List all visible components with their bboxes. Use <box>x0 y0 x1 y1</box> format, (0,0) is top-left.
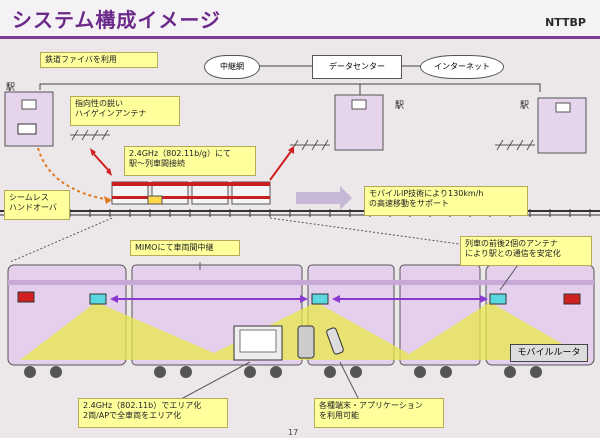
front-rear-antenna-callout: 列車の前後2個のアンテナ により駅との通信を安定化 <box>460 236 592 266</box>
internet-cloud: インターネット <box>420 55 504 79</box>
company-logo: NTTBP <box>545 16 586 29</box>
phone-device <box>326 327 344 355</box>
pda-device <box>297 325 315 359</box>
station-building-1 <box>4 91 54 147</box>
backbone-line <box>39 83 541 92</box>
station-label-3: 駅 <box>520 101 530 111</box>
mimo-callout: MIMOにて車両間中継 <box>130 240 240 256</box>
apps-callout: 各種端末・アプリケーション を利用可能 <box>314 398 444 428</box>
relay-network: 中継網 <box>204 55 260 79</box>
header-bar <box>0 0 600 36</box>
mobile-ip-callout: モバイルIP技術により130km/h の高速移動をサポート <box>364 186 528 216</box>
onboard-aps <box>17 291 581 305</box>
data-center: データセンター <box>312 55 402 79</box>
page-number: 17 <box>288 428 299 437</box>
mobile-ip-callout-text: モバイルIP技術により130km/h の高速移動をサポート <box>369 189 484 209</box>
mobile-router: モバイルルータ <box>510 344 588 362</box>
fiber-callout: 鉄道ファイバを利用 <box>40 52 158 68</box>
station-ap-3 <box>555 102 571 113</box>
station-label-1: 駅 <box>6 83 16 93</box>
apps-callout-text: 各種端末・アプリケーション を利用可能 <box>319 401 423 421</box>
train-wheels <box>24 366 542 378</box>
station-building-3 <box>537 97 587 154</box>
station-label-2: 駅 <box>395 101 405 111</box>
movement-arrow <box>296 186 352 210</box>
title-rule <box>0 36 600 39</box>
slide-title: システム構成イメージ <box>12 8 221 32</box>
handover-callout: シームレス ハンドオーバ <box>4 190 70 220</box>
front-rear-callout-text: 列車の前後2個のアンテナ により駅との通信を安定化 <box>465 239 561 259</box>
area-callout-text: 2.4GHz（802.11b）でエリア化 2両/APで全車両をエリア化 <box>83 401 202 421</box>
area-callout: 2.4GHz（802.11b）でエリア化 2両/APで全車両をエリア化 <box>78 398 228 428</box>
station-ap-2 <box>351 99 367 110</box>
mini-train <box>111 181 271 205</box>
antenna-callout-text: 指向性の鋭い ハイゲインアンテナ <box>75 99 147 119</box>
radio-link-arrow-1 <box>91 151 111 173</box>
handover-path <box>37 147 111 201</box>
station-ap-1 <box>21 99 37 110</box>
antenna-callout: 指向性の鋭い ハイゲインアンテナ <box>70 96 180 126</box>
link-callout: 2.4GHz（802.11b/g）にて 駅～列車間接続 <box>124 146 256 176</box>
radio-link-arrow-2 <box>269 149 293 181</box>
link-callout-text: 2.4GHz（802.11b/g）にて 駅～列車間接続 <box>129 149 231 169</box>
station-laptop <box>17 123 37 135</box>
handover-callout-text: シームレス ハンドオーバ <box>9 193 57 213</box>
